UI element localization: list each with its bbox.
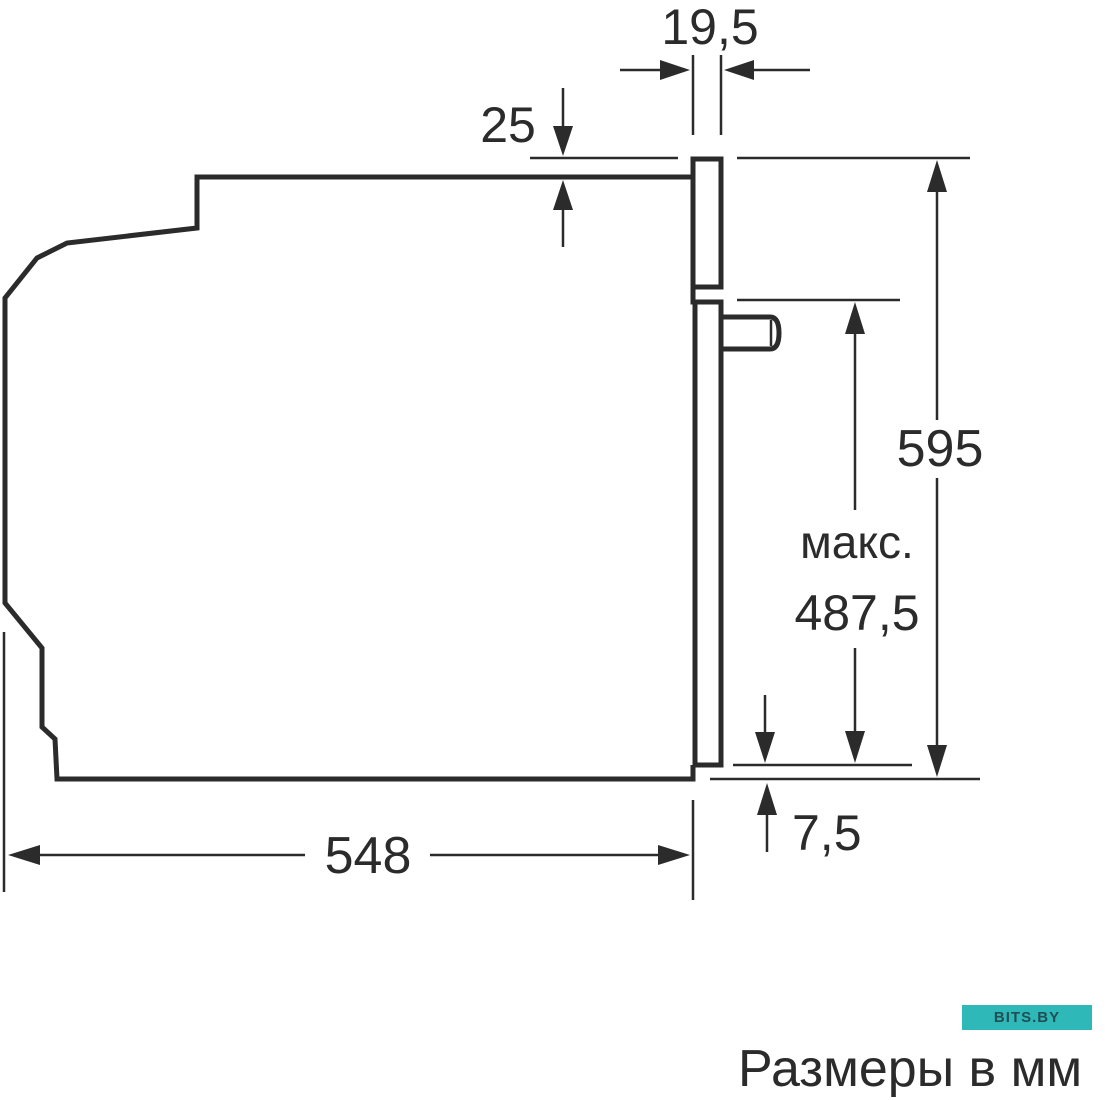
arrow-head xyxy=(757,783,777,815)
depth-label: 548 xyxy=(325,827,412,885)
arrow-head xyxy=(660,60,690,80)
door-upper-panel xyxy=(690,156,724,290)
max-label: макс. xyxy=(800,516,914,568)
control-knob xyxy=(721,314,782,352)
bottom-offset-label: 7,5 xyxy=(792,805,862,861)
total-height-label: 595 xyxy=(897,420,984,478)
arrow-head xyxy=(553,126,573,156)
arrow-head xyxy=(927,160,947,192)
arrow-head xyxy=(553,180,573,210)
door-thickness-label: 19,5 xyxy=(661,0,758,55)
arrow-head xyxy=(724,60,754,80)
caption: Размеры в мм xyxy=(738,1040,1082,1098)
arrow-head xyxy=(927,745,947,777)
arrow-head xyxy=(755,732,775,763)
watermark: BITS.BY xyxy=(962,1005,1092,1030)
door-lower-panel xyxy=(690,288,724,768)
top-offset-label: 25 xyxy=(480,97,536,153)
arrow-head xyxy=(845,302,865,334)
arrow-head xyxy=(658,845,690,865)
max-height-label: 487,5 xyxy=(794,585,919,641)
arrow-head xyxy=(845,731,865,763)
oven-body-outline xyxy=(2,174,696,782)
arrow-head xyxy=(8,845,40,865)
